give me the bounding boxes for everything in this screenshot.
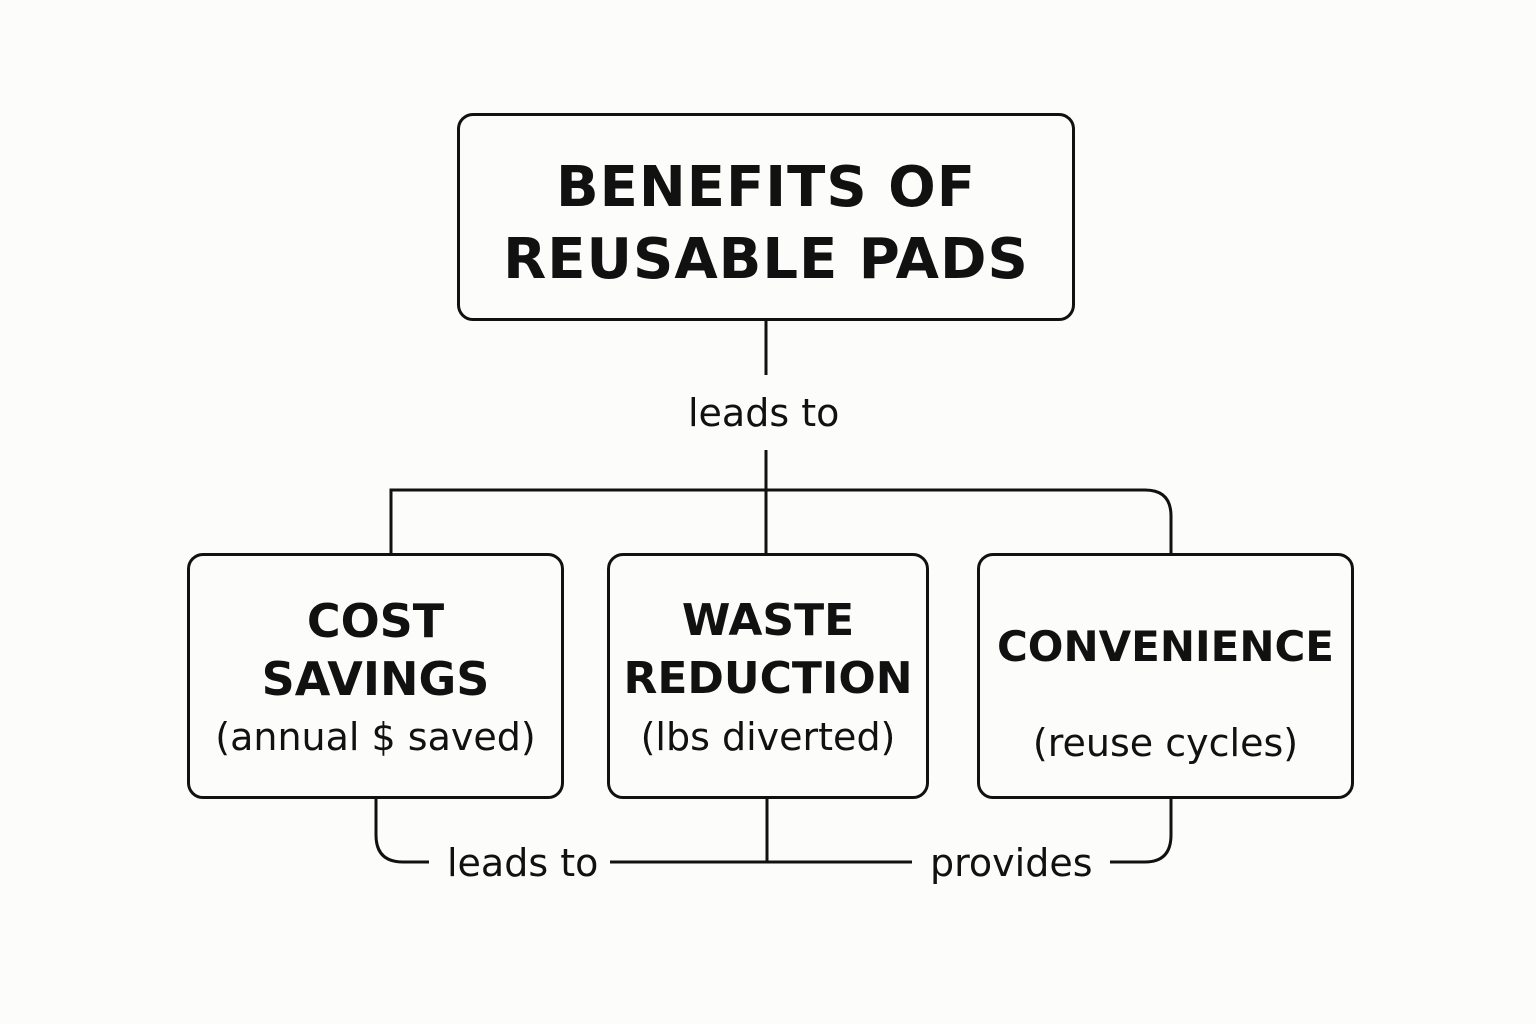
- connector-branch-horizontal: [389, 488, 1173, 553]
- title-box: BENEFITS OF REUSABLE PADS: [457, 113, 1075, 321]
- node-waste-metric: (lbs diverted): [640, 715, 896, 759]
- node-cost-heading-2: SAVINGS: [261, 652, 490, 706]
- node-convenience: CONVENIENCE (reuse cycles): [977, 553, 1354, 799]
- edge-label-top: leads to: [688, 390, 840, 436]
- edge-label-bottom-right: provides: [924, 840, 1099, 886]
- node-cost-metric: (annual $ saved): [215, 715, 536, 759]
- title-line-2: REUSABLE PADS: [503, 227, 1029, 292]
- node-cost-heading-1: COST: [306, 594, 445, 648]
- node-cost-savings: COST SAVINGS (annual $ saved): [187, 553, 564, 799]
- node-waste-heading-1: WASTE: [681, 595, 855, 646]
- connector-cost-bottom: [374, 799, 429, 864]
- node-waste-reduction: WASTE REDUCTION (lbs diverted): [607, 553, 929, 799]
- edge-label-bottom-left: leads to: [441, 840, 605, 886]
- title-line-1: BENEFITS OF: [555, 155, 977, 220]
- node-convenience-metric: (reuse cycles): [1032, 721, 1299, 765]
- connector-convenience-bottom: [1110, 799, 1173, 864]
- node-waste-heading-2: REDUCTION: [623, 653, 913, 704]
- node-convenience-heading: CONVENIENCE: [996, 622, 1334, 671]
